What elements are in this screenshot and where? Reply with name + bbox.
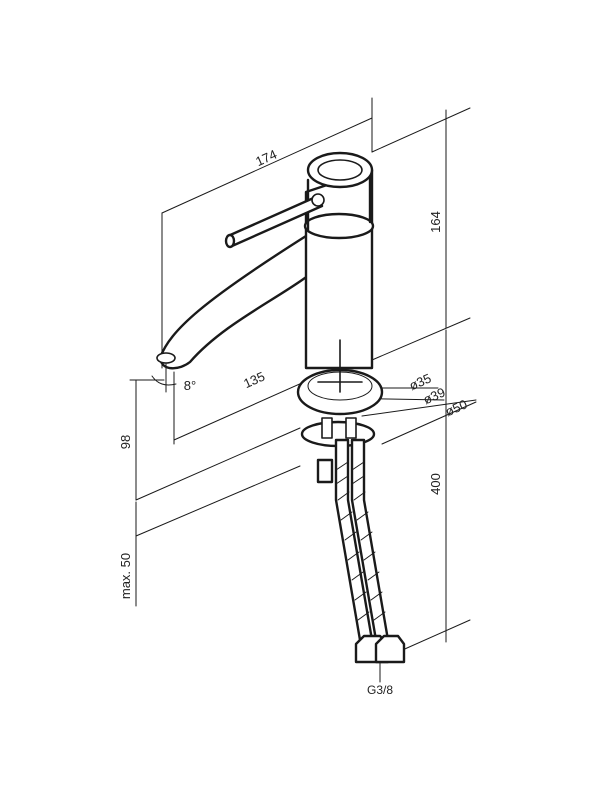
lever-tip [224,233,236,249]
dim-174-line [161,117,373,214]
lever-pivot [311,193,325,207]
dim-164-ext-top [371,107,471,153]
angle-arc [151,375,177,386]
hose-braid [335,461,386,621]
dim-dia50-leader [361,399,477,417]
dim-135-label: 135 [241,369,267,392]
thread-label: G3/8 [367,683,393,697]
dim-400-ext-bottom [397,619,471,653]
faucet-body [156,151,384,484]
inlet-nut [316,458,334,484]
dim-98-label: 98 [118,435,133,449]
flexible-hoses [334,438,406,683]
fixing-stud-right [345,417,357,439]
dim-174-label: 174 [253,147,279,170]
fixing-stud-left [321,417,333,439]
body-top-collar [303,212,375,240]
cartridge-cap-inner [317,159,363,181]
dim-164-ext-bottom [371,317,471,361]
dim-98-ext-bottom [135,427,301,501]
dim-max50-ext-bottom [135,465,301,537]
dim-angle-label: 8° [184,378,196,393]
dim-dia50-ext [381,401,477,445]
hose-nut-right [374,634,406,664]
dim-400-label: 400 [428,473,443,495]
dim-max50-label: max. 50 [118,553,133,599]
spout-outlet [156,352,176,364]
dimension-labels: 174 164 135 8° 98 max. 50 400 ø35 ø39 ø5… [118,147,469,697]
dim-164-label: 164 [428,211,443,233]
spout [158,234,330,370]
dim-dia50-label: ø50 [443,396,470,419]
